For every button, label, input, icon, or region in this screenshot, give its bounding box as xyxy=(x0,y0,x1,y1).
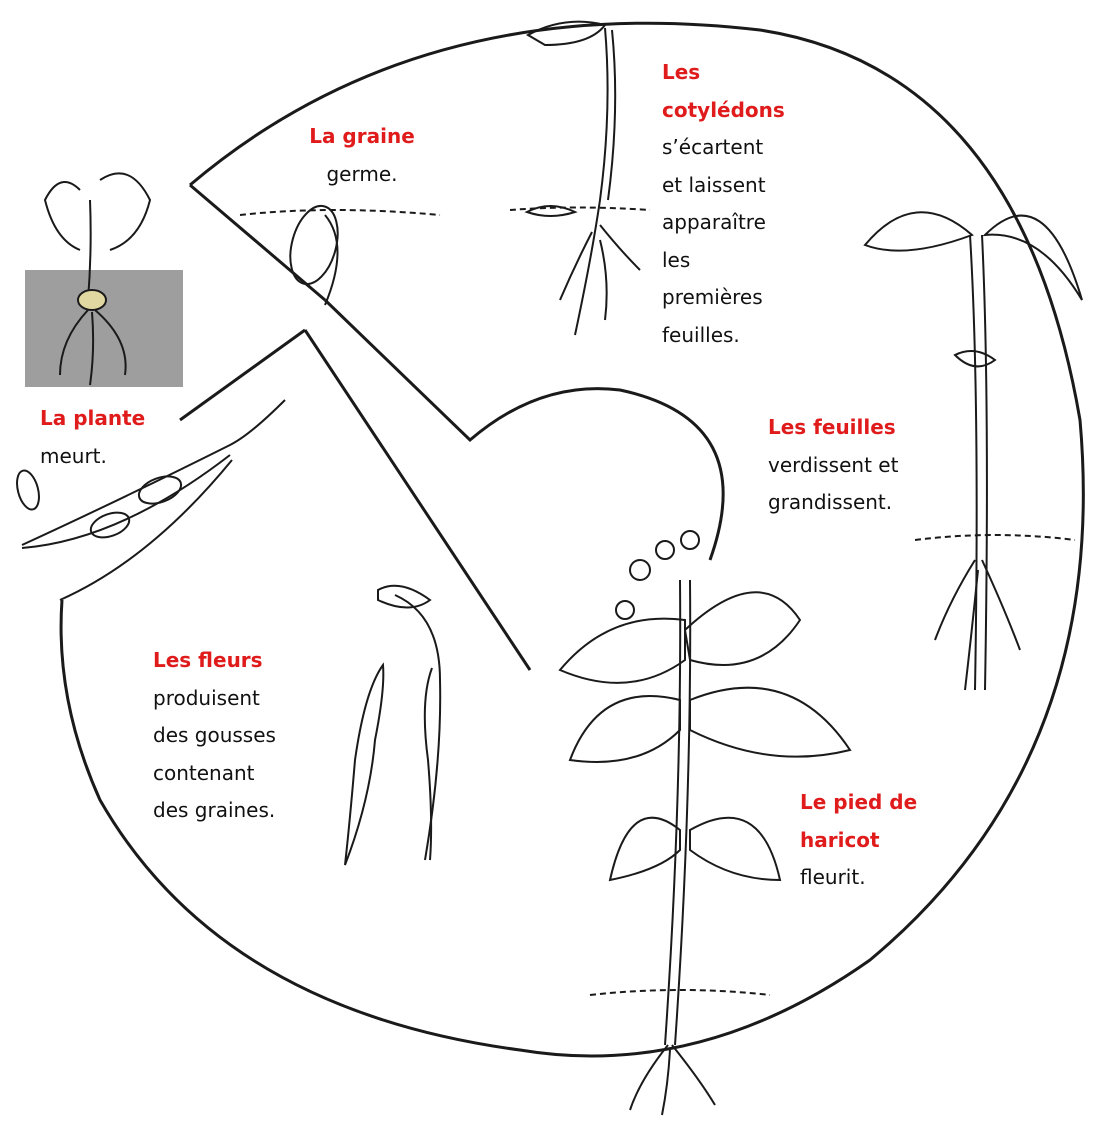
stage-fleurs-title: Les fleurs xyxy=(153,642,343,680)
stage-cotyledons-desc: s’écartent et laissent apparaître les pr… xyxy=(662,129,822,354)
stage-cotyledons-title-line2: cotylédons xyxy=(662,92,822,130)
dying-plant-icon xyxy=(25,173,183,387)
stage-cotyledons-label: Les cotylédons s’écartent et laissent ap… xyxy=(662,54,822,354)
stage-graine-label: La graine germe. xyxy=(292,118,432,193)
stage-fleurs-desc: produisent des gousses contenant des gra… xyxy=(153,680,343,830)
stage-feuilles-label: Les feuilles verdissent et grandissent. xyxy=(768,409,958,522)
stage-feuilles-title: Les feuilles xyxy=(768,409,958,447)
stage-pied-title-line2: haricot xyxy=(800,822,950,860)
stage-pied-label: Le pied de haricot fleurit. xyxy=(800,784,950,897)
stage-pied-desc: fleurit. xyxy=(800,859,950,897)
stage-plante-label: La plante meurt. xyxy=(40,400,180,475)
flower-pod-icon xyxy=(345,586,440,865)
stage-pied-title-line1: Le pied de xyxy=(800,784,950,822)
stage-fleurs-label: Les fleurs produisent des gousses conten… xyxy=(153,642,343,830)
stage-plante-title: La plante xyxy=(40,400,180,438)
stage-graine-title: La graine xyxy=(292,118,432,156)
stage-plante-desc: meurt. xyxy=(40,438,180,476)
stage-cotyledons-title-line1: Les xyxy=(662,54,822,92)
bean-seed-icon xyxy=(13,468,43,512)
cycle-outline xyxy=(61,23,1083,1056)
seedling-cotyledons-icon xyxy=(510,22,650,335)
stage-graine-desc: germe. xyxy=(292,156,432,194)
stage-feuilles-desc: verdissent et grandissent. xyxy=(768,447,958,522)
